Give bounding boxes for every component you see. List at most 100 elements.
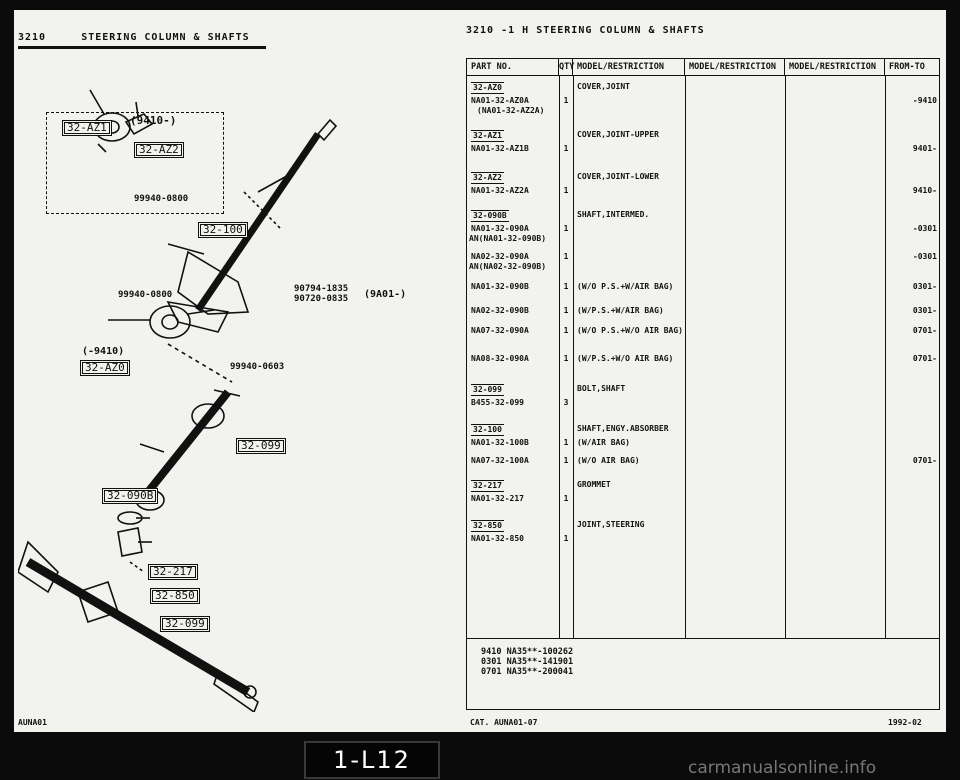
group-code: 32-AZ2 [471, 172, 504, 184]
steering-joint [117, 527, 143, 557]
rack-housing [76, 580, 120, 624]
label-bolt-90794: 90794-1835 [294, 284, 349, 294]
part-qty: 1 [563, 354, 569, 363]
part-qty: 3 [563, 398, 569, 407]
dashed-assembly-line [167, 343, 233, 383]
rack-end-left [17, 540, 59, 594]
inset-frame [46, 112, 224, 214]
callout-32-090b: 32-090B [102, 488, 159, 504]
part-qty: 1 [563, 306, 569, 315]
serial-line: 0701 NA35**-200041 [481, 667, 574, 677]
part-number: NA08-32-090A [471, 354, 529, 363]
callout-32-az2: 32-AZ2 [134, 142, 184, 158]
leader-az0-screw [187, 309, 215, 315]
header-qty: QTY [559, 59, 574, 75]
inset-leader-screw [97, 143, 107, 153]
part-number: NA07-32-090A [471, 326, 529, 335]
serial-footer: 9410 NA35**-100262 0301 NA35**-141901 07… [467, 638, 939, 709]
diagram-drawing [17, 89, 338, 714]
part-number: NA01-32-100B [471, 438, 529, 447]
part-description: COVER,JOINT-UPPER [577, 130, 659, 139]
footer-date: 1992-02 [888, 718, 922, 727]
label-bolt-restriction: (9A01-) [364, 289, 407, 300]
header-model-3: MODEL/RESTRICTION [785, 59, 885, 75]
from-to: 0701- [912, 326, 937, 335]
inset-part-99940: 99940-0800 [134, 194, 189, 204]
part-qty: 1 [563, 96, 569, 105]
part-description: (W/O AIR BAG) [577, 456, 640, 465]
group-code: 32-099 [471, 384, 504, 396]
part-number: NA01-32-850 [471, 534, 524, 543]
part-number: NA07-32-100A [471, 456, 529, 465]
part-qty: 1 [563, 326, 569, 335]
upper-yoke [191, 403, 225, 429]
table-body: 32-AZ0 COVER,JOINT NA01-32-AZ0A 1 -9410 … [467, 76, 939, 639]
part-qty: 1 [563, 224, 569, 233]
group-code: 32-217 [471, 480, 504, 492]
from-to: 0301- [912, 306, 937, 315]
serial-line: 0301 NA35**-141901 [481, 657, 574, 667]
part-description: JOINT,STEERING [577, 520, 645, 529]
header-model-2: MODEL/RESTRICTION [685, 59, 785, 75]
page-header-left: 3210 STEERING COLUMN & SHAFTS [18, 32, 266, 49]
part-qty: 1 [563, 144, 569, 153]
part-qty: 1 [563, 534, 569, 543]
callout-32-850: 32-850 [150, 588, 200, 604]
part-description: COVER,JOINT [577, 82, 630, 91]
parts-table: PART NO. QTY MODEL/RESTRICTION MODEL/RES… [466, 58, 940, 710]
section-code: 3210 [18, 32, 47, 43]
group-code: 32-100 [471, 424, 504, 436]
header-part-no: PART NO. [467, 59, 559, 75]
group-code: 32-850 [471, 520, 504, 532]
from-to: 0701- [912, 354, 937, 363]
page-number-badge: 1-L12 [304, 741, 440, 779]
exploded-diagram: (9410-) 32-AZ1 32-AZ2 99940-0800 32-100 … [17, 52, 458, 714]
part-number: NA02-32-090A [471, 252, 529, 261]
group-code: 32-AZ0 [471, 82, 504, 94]
from-to: -9410 [912, 96, 937, 105]
part-description: COVER,JOINT-LOWER [577, 172, 659, 181]
part-description: (W/O P.S.+W/AIR BAG) [577, 282, 674, 291]
part-description: SHAFT,INTERMED. [577, 210, 650, 219]
tie-rod-end [243, 685, 257, 699]
part-description: (W/O P.S.+W/O AIR BAG) [577, 326, 683, 335]
header-rule [18, 46, 266, 49]
section-title: STEERING COLUMN & SHAFTS [81, 32, 250, 43]
group-code: 32-090B [471, 210, 509, 222]
serial-list: 9410 NA35**-100262 0301 NA35**-141901 07… [481, 647, 573, 677]
inset-joint-cover-lower [124, 113, 154, 136]
part-number: NA01-32-AZ0A [471, 96, 529, 105]
label-az0-part: 99940-0603 [230, 362, 285, 372]
serial-line: 9410 NA35**-100262 [481, 647, 574, 657]
part-qty: 1 [563, 282, 569, 291]
part-number: NA01-32-AZ2A [471, 186, 529, 195]
leader-left-screw [167, 243, 205, 255]
part-number-alt: (NA01-32-AZ2A) [477, 106, 545, 115]
from-to: 9401- [912, 144, 937, 153]
callout-32-az1: 32-AZ1 [62, 120, 112, 136]
steering-rack [25, 558, 251, 696]
label-az0-restriction: (-9410) [82, 346, 125, 357]
part-qty: 1 [563, 456, 569, 465]
part-description: (W/P.S.+W/O AIR BAG) [577, 354, 674, 363]
header-model-1: MODEL/RESTRICTION [573, 59, 685, 75]
column-mount [166, 300, 230, 333]
part-number: NA01-32-090B [471, 282, 529, 291]
part-number-alt: AN(NA02-32-090B) [469, 262, 547, 271]
part-qty: 1 [563, 438, 569, 447]
part-number: NA01-32-217 [471, 494, 524, 503]
group-code: 32-AZ1 [471, 130, 504, 142]
leader-bolt [243, 191, 281, 229]
part-number: NA02-32-090B [471, 306, 529, 315]
part-number: NA01-32-AZ1B [471, 144, 529, 153]
callout-32-100: 32-100 [198, 222, 248, 238]
from-to: 0701- [912, 456, 937, 465]
header-from-to: FROM-TO [889, 62, 925, 72]
footer-model-code: AUNA01 [18, 718, 47, 727]
label-bolt-90720: 90720-0835 [294, 294, 349, 304]
callout-32-099-upper: 32-099 [236, 438, 286, 454]
leader-32-090b [139, 443, 165, 453]
callout-32-099-lower: 32-099 [160, 616, 210, 632]
part-qty: 1 [563, 252, 569, 261]
from-to: -0301 [912, 224, 937, 233]
